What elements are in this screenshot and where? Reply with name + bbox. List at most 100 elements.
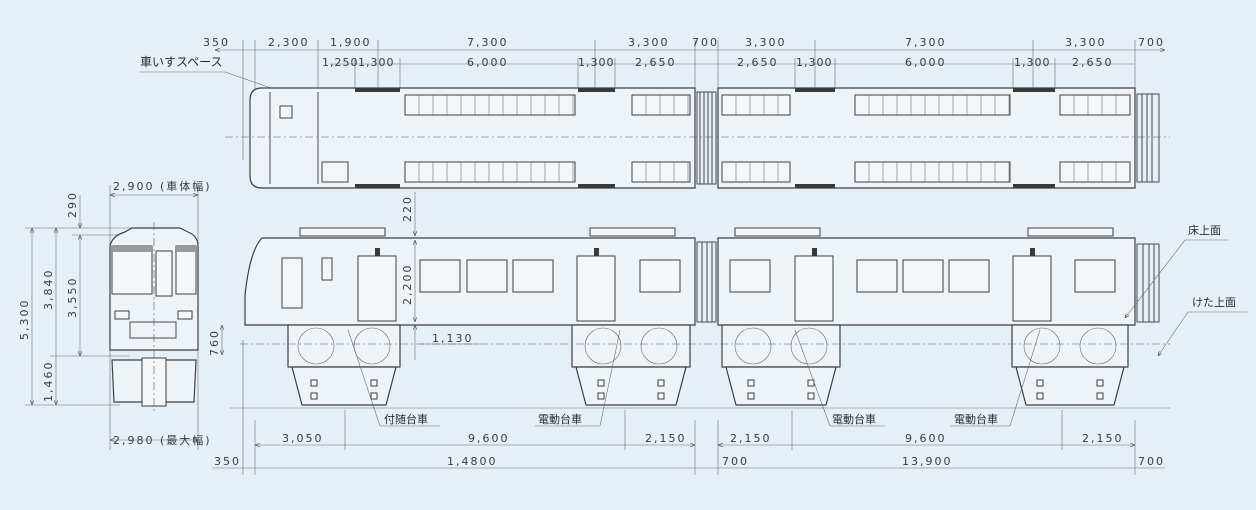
dim-7300: 7,300 [467,36,509,49]
dim-700: 700 [692,36,719,49]
roof-equipment [299,227,386,237]
bogies [287,324,1129,406]
side-window [948,259,990,293]
side-window [729,259,771,293]
dim-9600: 9,600 [905,432,947,445]
underframe-box [1011,324,1129,368]
side-window [1074,259,1116,293]
bogie-frame [291,366,397,406]
front-window-right [175,245,197,295]
dim-1250: 1,250 [322,56,359,69]
roof-equipment [589,227,676,237]
side-door [794,255,834,322]
dim-1300: 1,300 [1014,56,1051,69]
front-door-window [155,250,173,297]
seat-bench [1059,94,1131,116]
axle-box [1096,379,1104,387]
underframe-box [571,324,691,368]
dim-6000: 6,000 [467,56,509,69]
axle-box [597,392,605,400]
axle-box [807,379,815,387]
axle-box [747,379,755,387]
dim-1130: 1,130 [432,332,474,345]
dim-2150: 2,150 [645,432,687,445]
headlight-left [114,310,130,320]
dim-1300: 1,300 [796,56,833,69]
side-window [639,259,681,293]
underframe-box [287,324,401,368]
girder-surface-label: けた上面 [1192,296,1236,309]
plan-car-1 [249,87,696,189]
front-body-width: 2,900 (車体幅) [113,179,212,193]
wheel [297,327,335,365]
side-window [466,259,508,293]
bogie-label-motor: 電動台車 [832,412,876,426]
seat-bench [721,161,791,183]
dim-760: 760 [208,329,221,356]
dim-13900: 13,900 [902,455,953,468]
seat-bench [854,161,1011,183]
dim-3050: 3,050 [282,432,324,445]
plan-car-2 [717,87,1136,189]
seat-bench [631,161,691,183]
seat-bench [721,94,791,116]
axle-box [657,392,665,400]
underframe-box [721,324,841,368]
dim-6000: 6,000 [905,56,947,69]
wheel [734,327,772,365]
axle-box [597,379,605,387]
floor-surface-label: 床上面 [1188,223,1221,237]
plan-gangway [696,91,1160,185]
wheel [1023,327,1061,365]
dim-2150: 2,150 [1082,432,1124,445]
bogie-label-motor: 電動台車 [538,412,582,426]
wheel [790,327,828,365]
side-gangway [696,241,1160,323]
dim-2650: 2,650 [1072,56,1114,69]
roof-equipment [734,227,821,237]
dim-3300: 3,300 [745,36,787,49]
side-door [1012,255,1052,322]
dim-3840: 3,840 [42,269,55,311]
dim-1300: 1,300 [358,56,395,69]
front-window-left [111,245,153,295]
side-door [357,255,397,322]
plan-seats [321,94,1131,183]
dim-3300: 3,300 [1065,36,1107,49]
dim-2150: 2,150 [730,432,772,445]
seat-bench [854,94,1011,116]
dim-350: 350 [203,36,230,49]
front-view: 2,900 (車体幅) 2,980 (最大幅) 290 5,300 3,840 … [18,179,212,450]
side-window [856,259,898,293]
axle-box [310,379,318,387]
seat-bench [404,94,576,116]
axle-box [807,392,815,400]
dim-700: 700 [722,455,749,468]
roof-equipment [1027,227,1114,237]
axle-box [657,379,665,387]
wheelchair-space-label: 車いすスペース [140,55,223,69]
bogie-frame [575,366,687,406]
dim-7300: 7,300 [905,36,947,49]
axle-box [370,379,378,387]
dim-2300: 2,300 [268,36,310,49]
dim-9600: 9,600 [468,432,510,445]
plan-dimension-lines [215,40,1165,160]
seat-bench [1059,161,1131,183]
dim-700: 700 [1138,455,1165,468]
dim-220: 220 [401,195,414,222]
dim-2650: 2,650 [635,56,677,69]
seat-bench [321,161,349,183]
dim-1300: 1,300 [578,56,615,69]
dim-700: 700 [1138,36,1165,49]
axle-box [370,392,378,400]
bogie-label-trailer: 付随台車 [384,412,428,426]
axle-box [1096,392,1104,400]
dim-3300: 3,300 [628,36,670,49]
side-view: 220 2,200 1,130 760 床上面 けた上面 付随台車 電動台車 電… [208,192,1248,475]
plan-view: 350 2,300 1,900 7,300 3,300 700 3,300 7,… [140,36,1170,189]
axle-box [747,392,755,400]
front-max-width: 2,980 (最大幅) [113,433,212,447]
wheel [1079,327,1117,365]
